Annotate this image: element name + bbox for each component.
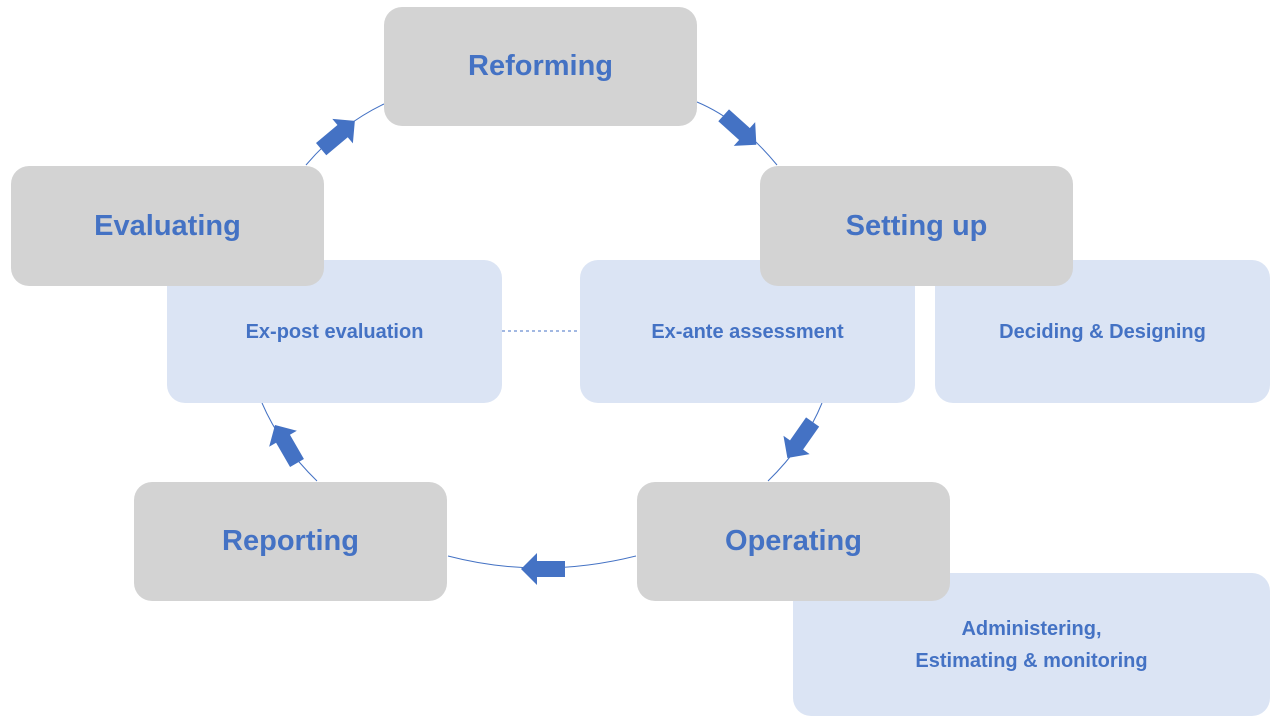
stage-operating-label: Operating <box>725 525 862 557</box>
arrow-reforming-to-setting-up <box>718 109 757 146</box>
stage-evaluating-label: Evaluating <box>94 209 241 242</box>
arrow-setting-up-to-operating <box>783 417 820 459</box>
activity-administering: Administering, Estimating & monitoring <box>793 573 1270 716</box>
stage-reporting: Reporting <box>134 482 447 601</box>
activity-administering-line1: Administering, <box>961 617 1102 640</box>
stage-reforming-label: Reforming <box>468 50 613 82</box>
activity-administering-line2: Estimating & monitoring <box>915 649 1148 672</box>
arrow-evaluating-to-reforming <box>316 118 355 156</box>
activity-deciding-label: Deciding & Designing <box>999 320 1206 343</box>
stage-setting-up: Setting up <box>760 166 1073 286</box>
stage-reporting-label: Reporting <box>222 525 359 557</box>
activity-ex-ante-label: Ex-ante assessment <box>651 320 844 343</box>
stage-reforming: Reforming <box>384 7 697 126</box>
stage-operating: Operating <box>637 482 950 601</box>
stage-setting-up-label: Setting up <box>845 209 988 242</box>
activity-ex-post-label: Ex-post evaluation <box>245 320 424 343</box>
arrow-reporting-to-evaluating <box>269 424 304 468</box>
stage-evaluating: Evaluating <box>11 166 324 286</box>
arrow-operating-to-reporting <box>521 553 565 585</box>
